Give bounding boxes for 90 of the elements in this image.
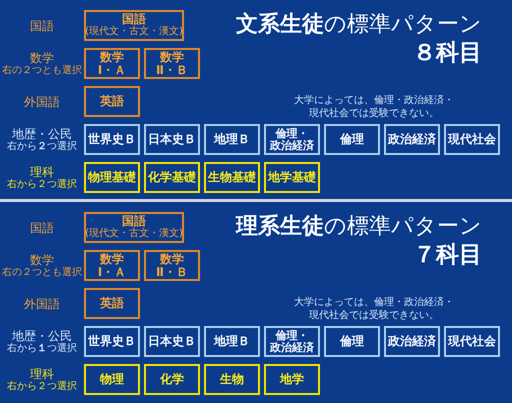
category-label: 外国語 <box>23 296 61 310</box>
subject-name: Ⅰ・Ａ <box>98 266 126 278</box>
subject-box <box>84 288 140 319</box>
subject-name: Ⅱ・Ｂ <box>156 266 188 278</box>
subject-box <box>84 124 140 155</box>
subject-box <box>84 364 140 395</box>
subject-name: 生物基礎 <box>208 171 256 184</box>
subject-box <box>384 326 440 357</box>
subject-box <box>324 124 380 155</box>
subject-name: 日本史Ｂ <box>148 133 196 146</box>
subject-box <box>84 10 184 41</box>
subject-box <box>324 326 380 357</box>
subject-box <box>84 212 184 243</box>
subject-name: 政治経済 <box>388 133 436 146</box>
selection-note: 右から２つ選択 <box>6 179 78 191</box>
category-label: 国語 <box>29 220 55 234</box>
subject-box <box>84 250 140 281</box>
subject-name: 地理Ｂ <box>214 335 250 348</box>
pattern-panel <box>0 0 512 199</box>
subject-name: 現代社会 <box>448 335 496 348</box>
subject-box <box>264 326 320 357</box>
subject-box <box>84 48 140 79</box>
category-label: 国語 <box>29 18 55 32</box>
subject-box <box>264 364 320 395</box>
subject-box <box>264 162 320 193</box>
subject-box <box>204 364 260 395</box>
subject-box <box>84 326 140 357</box>
category-label: 地歴・公民 <box>11 127 73 141</box>
subject-box <box>144 48 200 79</box>
selection-note: 右から２つ選択 <box>6 141 78 153</box>
subject-box <box>84 86 140 117</box>
subject-box <box>144 162 200 193</box>
subject-box <box>444 124 500 155</box>
subject-name: 数学 <box>160 252 184 266</box>
subject-name: 倫理 <box>340 335 364 348</box>
subject-name: 数学 <box>100 50 124 64</box>
selection-note: 右の２つとも選択 <box>1 65 83 77</box>
subject-name: 数学 <box>160 50 184 64</box>
subject-name: Ⅰ・Ａ <box>98 64 126 76</box>
subject-name: 化学基礎 <box>148 171 196 184</box>
subject-count: ７科目 <box>413 241 482 269</box>
category-label: 理科 <box>29 367 55 381</box>
subject-name: 国語 <box>122 215 146 228</box>
selection-note: 右の２つとも選択 <box>1 267 83 279</box>
subject-box <box>144 124 200 155</box>
subject-name: 倫理 <box>340 133 364 146</box>
subject-name: 物理基礎 <box>88 171 136 184</box>
subject-name: 日本史Ｂ <box>148 335 196 348</box>
subject-name: 地学 <box>280 373 304 386</box>
subject-box <box>144 364 200 395</box>
subject-name: 世界史Ｂ <box>88 133 136 146</box>
pattern-panel <box>0 202 512 403</box>
subject-name: 数学 <box>100 252 124 266</box>
subject-detail: (現代文・古文・漢文) <box>85 228 183 240</box>
subject-box <box>84 162 140 193</box>
subject-name: 地学基礎 <box>268 171 316 184</box>
panel-title: 文系生徒の標準パターン <box>236 11 482 39</box>
exam-note: 大学によっては、倫理・政治経済・現代社会では受験できない。 <box>293 296 455 322</box>
subject-name: 化学 <box>160 373 184 386</box>
category-label: 外国語 <box>23 94 61 108</box>
subject-name: Ⅱ・Ｂ <box>156 64 188 76</box>
subject-box <box>204 162 260 193</box>
subject-name: 地理Ｂ <box>214 133 250 146</box>
subject-name: 政治経済 <box>388 335 436 348</box>
subject-box <box>144 250 200 281</box>
subject-name: 現代社会 <box>448 133 496 146</box>
subject-name: 物理 <box>100 373 124 386</box>
selection-note: 右から１つ選択 <box>6 343 78 355</box>
subject-detail: (現代文・古文・漢文) <box>85 26 183 38</box>
exam-note: 大学によっては、倫理・政治経済・現代社会では受験できない。 <box>293 94 455 120</box>
category-label: 数学 <box>29 253 55 267</box>
subject-name: 英語 <box>100 297 124 310</box>
subject-name: 英語 <box>100 95 124 108</box>
subject-box <box>204 326 260 357</box>
category-label: 数学 <box>29 51 55 65</box>
subject-box <box>384 124 440 155</box>
subject-box <box>444 326 500 357</box>
panel-title: 理系生徒の標準パターン <box>236 213 482 241</box>
subject-name: 生物 <box>220 373 244 386</box>
subject-count: ８科目 <box>413 39 482 67</box>
subject-box <box>264 124 320 155</box>
subject-name: 国語 <box>122 13 146 26</box>
subject-name: 倫理・政治経済 <box>268 330 315 354</box>
category-label: 地歴・公民 <box>11 329 73 343</box>
subject-box <box>204 124 260 155</box>
subject-name: 世界史Ｂ <box>88 335 136 348</box>
subject-box <box>144 326 200 357</box>
category-label: 理科 <box>29 165 55 179</box>
selection-note: 右から２つ選択 <box>6 381 78 393</box>
subject-name: 倫理・政治経済 <box>268 128 315 152</box>
